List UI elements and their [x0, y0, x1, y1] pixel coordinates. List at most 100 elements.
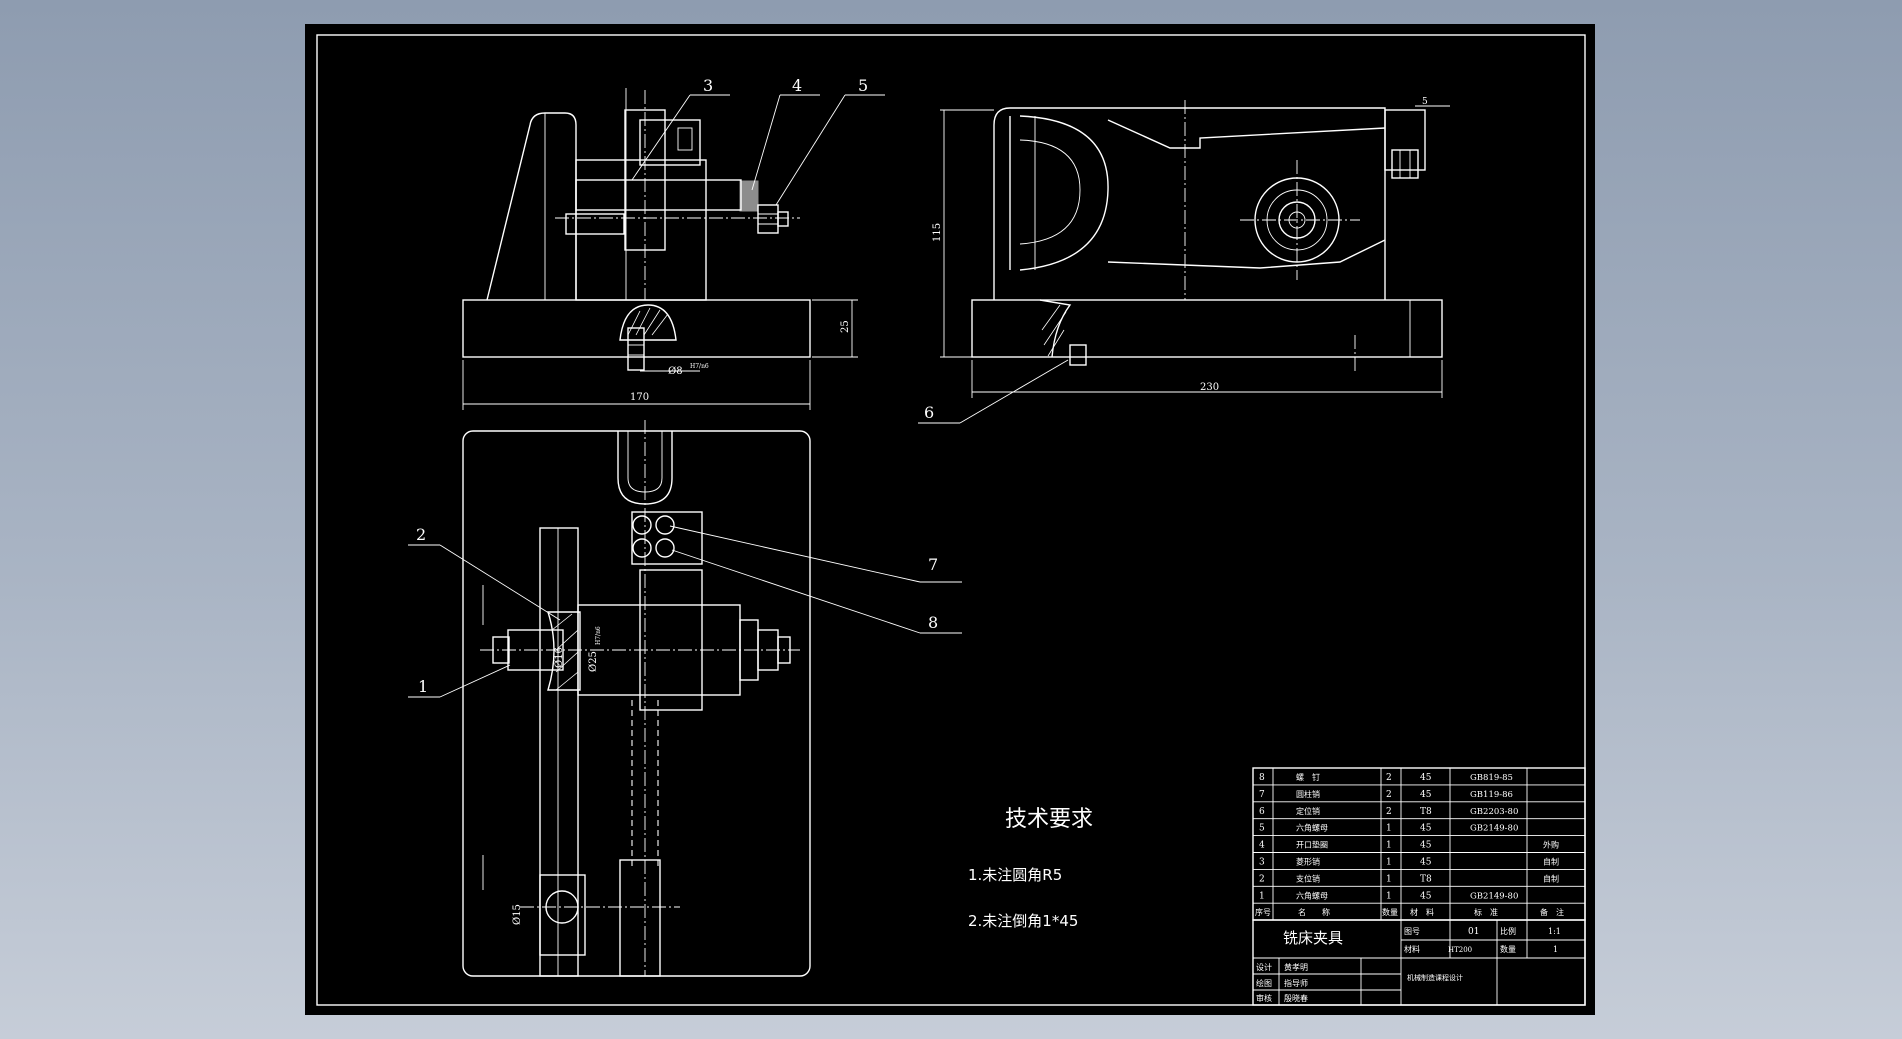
clamp-arc-outer [1019, 115, 1109, 271]
bom-cell-no: 1 [1259, 891, 1265, 901]
bom-cell-material: T8 [1420, 874, 1432, 884]
bom-header-note: 备 注 [1540, 907, 1564, 917]
front-section-hatch [627, 307, 669, 336]
scale-label: 比例 [1500, 926, 1516, 936]
dim-front-hole: Ø8 [668, 366, 683, 377]
sheet-background [305, 24, 1595, 1015]
bom-cell-name: 螺 钉 [1296, 772, 1320, 782]
balloon-3: 3 [703, 76, 713, 95]
drawing-no: 01 [1468, 927, 1479, 937]
bom-cell-std: GB2149-80 [1470, 824, 1518, 834]
material-value: HT200 [1448, 946, 1472, 954]
tech-req-item-1: 1.未注圆角R5 [968, 866, 1062, 884]
clamp-lever-bottom [1107, 239, 1386, 269]
bom-cell-name: 菱形销 [1296, 857, 1320, 867]
drawing-no-label: 图号 [1404, 927, 1420, 936]
qty-label: 数量 [1500, 944, 1516, 954]
balloon-2: 2 [416, 525, 426, 544]
dim-side-top-small: 5 [1422, 97, 1428, 107]
side-view: 230 115 5 [932, 97, 1450, 398]
bom-cell-qty: 2 [1386, 790, 1392, 800]
check-label: 审核 [1256, 993, 1272, 1003]
balloon-8: 8 [928, 613, 938, 632]
front-view: 170 25 Ø8 H7/n6 [462, 88, 858, 410]
bom-header-no: 序号 [1255, 907, 1271, 917]
bom-cell-note: 外购 [1543, 840, 1559, 850]
bom-cell-name: 定位销 [1296, 806, 1320, 816]
bom-cell-qty: 1 [1386, 874, 1392, 884]
bom-cell-note: 自制 [1543, 857, 1559, 867]
front-pin-section [619, 304, 677, 341]
top-lower-boss [539, 874, 586, 956]
pin-7b [655, 515, 675, 535]
bom-cell-std: GB2149-80 [1470, 891, 1518, 901]
clamp-lever-top [1107, 119, 1386, 149]
top-lower-pin-block [619, 859, 661, 977]
front-body [575, 159, 707, 301]
material-label: 材料 [1404, 944, 1420, 954]
balloon-leaders: 3 4 5 6 2 1 7 8 [408, 76, 1069, 698]
bom-cell-note: 自制 [1543, 873, 1559, 883]
tech-req-title: 技术要求 [1005, 807, 1093, 832]
bom-cell-name: 圆柱销 [1296, 789, 1320, 799]
bom-cell-material: T8 [1420, 807, 1432, 817]
bom-cell-qty: 1 [1386, 858, 1392, 868]
balloon-6: 6 [924, 403, 934, 422]
inner-border [316, 34, 1586, 1006]
bom-cell-no: 6 [1259, 807, 1265, 817]
clamp-arc-inner [1019, 139, 1081, 245]
pin-3-slot [677, 127, 693, 151]
checker-name: 殷晓春 [1284, 993, 1308, 1003]
bom-header-qty: 数量 [1382, 907, 1398, 917]
dim-front-base-height: 25 [840, 320, 851, 333]
design-label: 设计 [1256, 962, 1272, 972]
bom-cell-material: 45 [1420, 824, 1432, 834]
bom-header-material: 材 料 [1410, 907, 1434, 917]
dim-top-d15: Ø15 [512, 904, 523, 925]
scale-value: 1:1 [1548, 927, 1561, 936]
dim-side-height: 115 [932, 223, 943, 242]
draw-label: 绘图 [1256, 978, 1272, 988]
course-name: 机械制造课程设计 [1407, 973, 1463, 982]
top-section-hatch [551, 613, 579, 691]
balloon-4: 4 [792, 76, 802, 95]
bom-header-name: 名 称 [1298, 907, 1330, 917]
bom-cell-name: 支位销 [1296, 873, 1320, 883]
front-support-rib [486, 112, 577, 301]
dim-top-fit-tol: H7/n6 [595, 626, 602, 645]
balloon-7: 7 [928, 555, 938, 574]
bom-cell-material: 45 [1420, 790, 1432, 800]
bom-cell-qty: 1 [1386, 891, 1392, 901]
dim-top-d16: Ø16 [554, 647, 565, 668]
top-rib [539, 527, 579, 977]
stud-end [777, 211, 789, 227]
dim-front-hole-tol: H7/n6 [690, 363, 709, 370]
dim-side-length: 230 [1200, 382, 1219, 393]
top-shaft-housing [639, 569, 703, 711]
bom-cell-no: 2 [1259, 874, 1265, 884]
locating-pin-left [565, 213, 625, 235]
bom-cell-name: 开口垫圈 [1296, 840, 1328, 850]
bom-cell-qty: 2 [1386, 807, 1392, 817]
technical-requirements: 技术要求 1.未注圆角R5 2.未注倒角1*45 [968, 807, 1093, 930]
pin-block-top [631, 511, 703, 565]
bom-cell-name: 六角螺母 [1296, 890, 1328, 900]
screw-8b [655, 538, 675, 558]
bom-cell-std: GB819-85 [1470, 773, 1513, 783]
tech-req-item-2: 2.未注倒角1*45 [968, 912, 1078, 930]
bom-cell-qty: 1 [1386, 841, 1392, 851]
dim-top-d25: Ø25 [588, 651, 599, 672]
designer-name: 黄孝明 [1284, 962, 1308, 972]
drafter-name: 指导师 [1284, 978, 1308, 988]
side-section-cut [1039, 299, 1072, 358]
dim-front-width: 170 [630, 392, 649, 403]
bom-cell-no: 7 [1259, 790, 1265, 800]
bom-cell-std: GB119-86 [1470, 790, 1513, 800]
bom-cell-no: 8 [1259, 773, 1265, 783]
screw-8a [632, 538, 652, 558]
pin-3-holder [639, 119, 701, 166]
side-screw-head [1391, 149, 1419, 179]
